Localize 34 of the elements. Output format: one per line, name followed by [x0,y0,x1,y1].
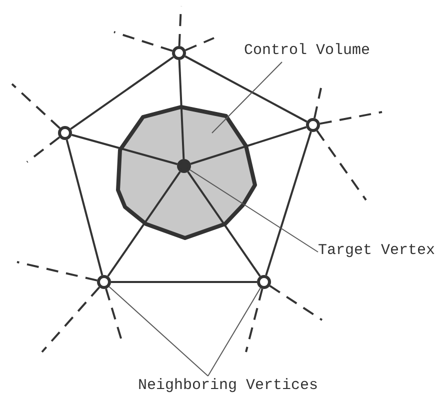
dashed-line [316,130,367,201]
vertex-circle [306,118,320,132]
connector-line [265,131,312,276]
dashed-line [269,285,323,321]
dashed-line [185,37,214,52]
vertex-circle [172,46,186,60]
connector-line [66,140,104,276]
leader-line [212,62,282,134]
connector-line [184,55,308,123]
leader-line [108,286,208,376]
dashed-line [314,88,322,118]
control-volume-polygon [116,105,257,240]
connector-line [178,60,185,160]
dashed-line [41,286,100,353]
connector-line [190,126,307,165]
vertex-circle [58,126,72,140]
connector-line [70,56,174,130]
dashed-line [114,31,173,52]
vertex-circle [97,275,111,289]
dashed-line [26,136,60,163]
label-text: Neighboring Vertices [138,377,318,395]
dashed-line [16,261,98,282]
label-text: Control Volume [244,42,370,60]
connector-line [71,134,178,166]
dashed-line [320,111,382,125]
leader-line [189,169,318,252]
dashed-line [11,83,61,129]
vertex-circle [257,275,271,289]
connector-line [187,171,261,277]
label-text: Target Vertex [318,242,436,260]
dashed-line [245,288,264,352]
connector-line [107,171,181,277]
connector-line [111,281,257,283]
leader-line [208,288,261,376]
